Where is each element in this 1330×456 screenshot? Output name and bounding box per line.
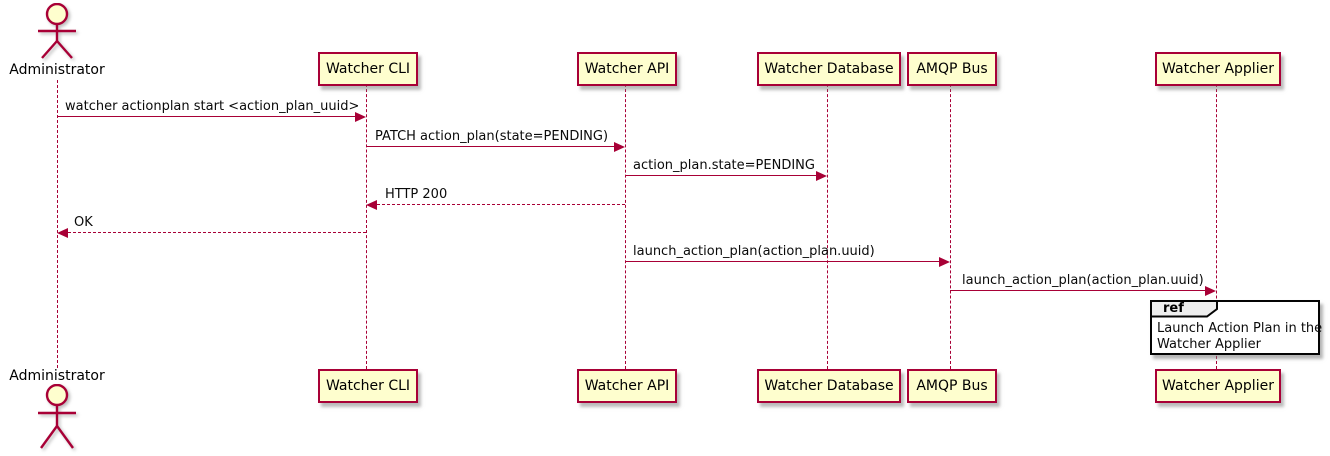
message-label: launch_action_plan(action_plan.uuid)	[962, 273, 1204, 288]
lifeline-watcher-api	[625, 84, 626, 369]
participant-bottom-amqp-bus: AMQP Bus	[907, 369, 997, 403]
actor-icon	[38, 384, 76, 449]
participant-top-watcher-api: Watcher API	[577, 52, 677, 86]
arrowhead-right-icon	[614, 142, 625, 152]
message-label: launch_action_plan(action_plan.uuid)	[633, 244, 875, 259]
message-arrow-line	[950, 290, 1210, 291]
participant-bottom-watcher-api: Watcher API	[577, 369, 677, 403]
arrowhead-right-icon	[939, 257, 950, 267]
arrowhead-right-icon	[816, 171, 827, 181]
message-label: PATCH action_plan(state=PENDING)	[375, 129, 609, 144]
message-arrow-line	[57, 116, 360, 117]
participant-top-watcher-cli: Watcher CLI	[318, 52, 418, 86]
arrowhead-right-icon	[1205, 286, 1216, 296]
message-arrow-line	[625, 175, 821, 176]
participant-top-watcher-applier: Watcher Applier	[1155, 52, 1281, 86]
participant-bottom-watcher-cli: Watcher CLI	[318, 369, 418, 403]
arrowhead-left-icon	[366, 200, 377, 210]
message-return-line	[63, 232, 366, 233]
message-label: OK	[74, 215, 93, 230]
participant-bottom-watcher-applier: Watcher Applier	[1155, 369, 1281, 403]
lifeline-administrator	[57, 80, 58, 368]
lifeline-watcher-applier	[1216, 84, 1217, 369]
arrowhead-right-icon	[355, 112, 366, 122]
participant-bottom-watcher-database: Watcher Database	[757, 369, 901, 403]
message-label: HTTP 200	[385, 187, 448, 202]
message-label: action_plan.state=PENDING	[633, 158, 815, 173]
ref-tag-pentagon	[1150, 300, 1218, 318]
arrowhead-left-icon	[57, 228, 68, 238]
ref-text-line2: Watcher Applier	[1157, 337, 1261, 352]
lifeline-watcher-cli	[366, 84, 367, 369]
actor-label-bottom: Administrator	[9, 368, 105, 384]
message-return-line	[372, 204, 625, 205]
lifeline-watcher-database	[827, 84, 828, 369]
message-label: watcher actionplan start <action_plan_uu…	[65, 99, 360, 114]
ref-text-line1: Launch Action Plan in the	[1157, 321, 1323, 336]
lifeline-amqp-bus	[950, 84, 951, 369]
participant-top-watcher-database: Watcher Database	[757, 52, 901, 86]
actor-icon	[38, 3, 76, 59]
participant-top-amqp-bus: AMQP Bus	[907, 52, 997, 86]
ref-keyword: ref	[1163, 301, 1184, 316]
message-arrow-line	[625, 261, 944, 262]
ref-fragment-text: Launch Action Plan in the Watcher Applie…	[1157, 321, 1322, 353]
actor-label-top: Administrator	[9, 62, 105, 78]
message-arrow-line	[366, 146, 619, 147]
